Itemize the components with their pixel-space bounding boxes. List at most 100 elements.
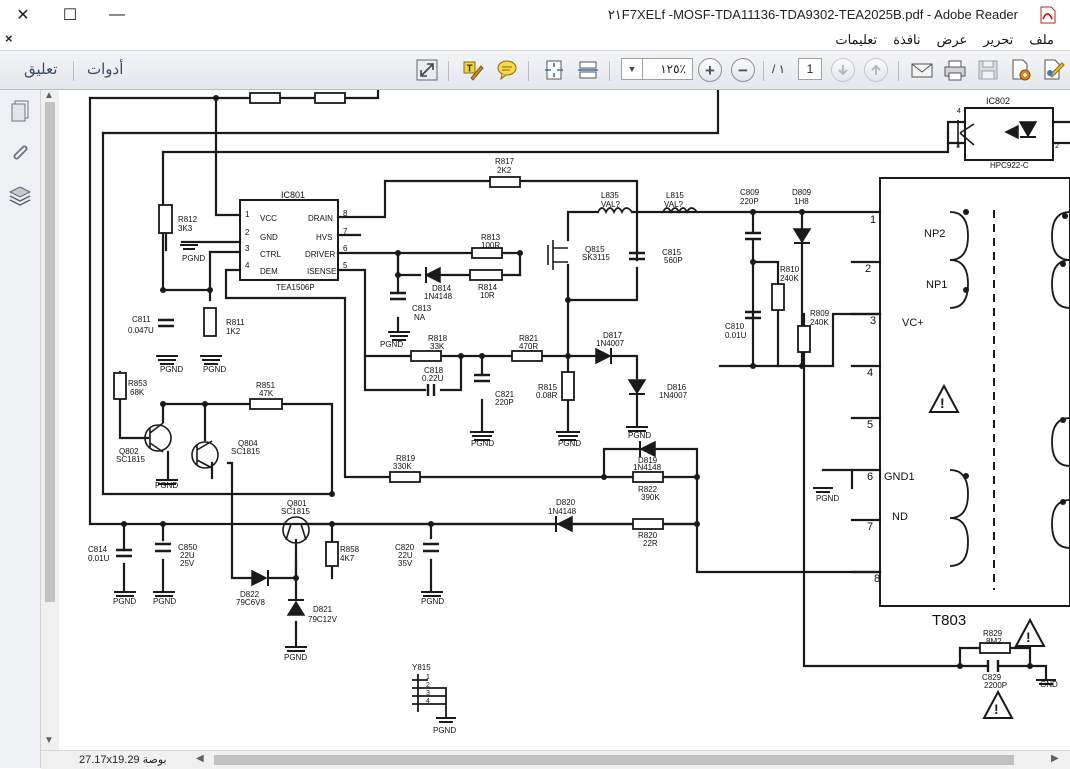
- window-minimize-icon[interactable]: —: [109, 6, 125, 23]
- label-c811: C811: [132, 315, 151, 324]
- window-title-bar: ✕ ☐ — ٢١F7XELf -MOSF-TDA11136-TDA9302-TE…: [0, 0, 1070, 30]
- horizontal-scroll-thumb[interactable]: [214, 755, 1014, 765]
- page-thumbnails-icon[interactable]: [7, 98, 33, 124]
- label-r853: R853: [128, 379, 148, 388]
- label-r817: R817: [495, 157, 515, 166]
- window-title: ٢١F7XELf -MOSF-TDA11136-TDA9302-TEA2025B…: [607, 7, 1018, 22]
- schematic-drawing: !!!: [88, 90, 1070, 723]
- window-close-icon[interactable]: ✕: [16, 7, 30, 24]
- scroll-left-icon[interactable]: ◀: [196, 753, 204, 764]
- scroll-down-icon[interactable]: ▼: [44, 735, 54, 746]
- label-drain: DRAIN: [308, 214, 333, 223]
- email-icon[interactable]: [909, 57, 935, 83]
- label-r817-value: 2K2: [497, 166, 512, 175]
- label-c814-value: 0.01U: [88, 554, 110, 563]
- label-q801: Q801: [287, 499, 307, 508]
- chevron-down-icon[interactable]: ▼: [622, 59, 643, 79]
- label-ic-pin3: 3: [245, 244, 250, 253]
- zoom-select[interactable]: ▼ ١٢٥٪: [621, 58, 693, 80]
- comment-pane-link[interactable]: تعليق: [24, 61, 58, 78]
- label-y815-pin1: 1: [426, 674, 430, 681]
- label-d817: D817: [603, 331, 623, 340]
- label-q804: Q804: [238, 439, 258, 448]
- label-r809-value: 240K: [810, 318, 829, 327]
- toolbar-separator: [73, 61, 74, 81]
- label-c850-value1: 22U: [180, 551, 195, 560]
- menu-window[interactable]: نافذة: [893, 32, 921, 47]
- label-c814: C814: [88, 545, 108, 554]
- toolbar: تعليق أدوات T ▼ ١٢٥٪ + − / ١ 1: [0, 51, 1070, 90]
- label-ic-pin6: 6: [343, 244, 348, 253]
- label-r812-value: 3K3: [178, 224, 193, 233]
- label-hvs: HVS: [316, 233, 332, 242]
- label-t-pin4: 4: [867, 367, 873, 379]
- sticky-note-icon[interactable]: [494, 57, 520, 83]
- menu-view[interactable]: عرض: [936, 32, 968, 47]
- create-pdf-icon[interactable]: [1008, 57, 1034, 83]
- label-y815-pin4: 4: [426, 698, 430, 705]
- label-driver: DRIVER: [305, 250, 335, 259]
- schematic-labels: IC801 IC802 TEA1506P HPC922-C VCC GND CT…: [88, 96, 1059, 735]
- print-icon[interactable]: [942, 57, 968, 83]
- fullscreen-icon[interactable]: [414, 57, 440, 83]
- scroll-up-icon[interactable]: ▲: [44, 90, 54, 101]
- menu-help[interactable]: تعليمات: [835, 32, 878, 47]
- label-d809-value: 1H8: [794, 197, 809, 206]
- label-c850-value2: 25V: [180, 559, 195, 568]
- label-pgnd-q802: PGND: [155, 481, 178, 490]
- label-pgnd-c820: PGND: [421, 597, 444, 606]
- vertical-scrollbar[interactable]: ▲ ▼: [41, 90, 59, 750]
- label-d819-value: 1N4148: [633, 463, 662, 472]
- label-r858: R858: [340, 545, 360, 554]
- next-page-icon[interactable]: [831, 58, 855, 82]
- label-r851-value: 47K: [259, 389, 274, 398]
- zoom-out-icon[interactable]: −: [731, 58, 755, 82]
- previous-page-icon[interactable]: [864, 58, 888, 82]
- close-document-icon[interactable]: ×: [5, 31, 13, 46]
- label-ic-pin4: 4: [245, 261, 250, 270]
- label-d819: D819: [638, 456, 658, 465]
- label-ic802-pin2: 2: [1055, 143, 1059, 150]
- fit-page-icon[interactable]: [541, 57, 567, 83]
- label-ic-name: TEA1506P: [276, 283, 315, 292]
- label-dem: DEM: [260, 267, 278, 276]
- label-np2: NP2: [924, 228, 945, 240]
- window-restore-icon[interactable]: ☐: [62, 7, 78, 24]
- label-r829-value: 8M2: [986, 637, 1002, 646]
- scroll-right-icon[interactable]: ▶: [1051, 753, 1059, 764]
- menu-list: ملف تحرير عرض نافذة تعليمات: [827, 32, 1062, 48]
- label-r822-value: 390K: [641, 493, 660, 502]
- label-r810: R810: [780, 265, 800, 274]
- label-y815-pin2: 2: [426, 682, 430, 689]
- menu-edit[interactable]: تحرير: [983, 32, 1014, 47]
- label-ic802: IC802: [986, 96, 1010, 106]
- save-icon[interactable]: [975, 57, 1001, 83]
- attachments-icon[interactable]: [7, 140, 33, 166]
- tools-pane-link[interactable]: أدوات: [87, 61, 124, 78]
- label-gnd1: GND1: [884, 471, 915, 483]
- vertical-scroll-thumb[interactable]: [45, 102, 55, 602]
- label-t-pin8: 8: [874, 573, 880, 585]
- label-q802: Q802: [119, 447, 139, 456]
- scrolling-mode-icon[interactable]: [575, 57, 601, 83]
- label-ic-pin1: 1: [245, 210, 250, 219]
- sign-icon[interactable]: [1041, 57, 1067, 83]
- label-c815: C815: [662, 248, 682, 257]
- label-pgnd-r815: PGND: [558, 439, 581, 448]
- label-c829-value: 2200P: [984, 681, 1007, 690]
- document-view[interactable]: !!! IC801 IC802 TEA1506P HPC922-C VCC GN…: [60, 90, 1070, 750]
- zoom-in-icon[interactable]: +: [698, 58, 722, 82]
- page-number-input[interactable]: 1: [798, 58, 822, 80]
- label-r809: R809: [810, 309, 830, 318]
- layers-icon[interactable]: [7, 183, 33, 209]
- highlight-text-icon[interactable]: T: [460, 57, 486, 83]
- menu-file[interactable]: ملف: [1029, 32, 1054, 47]
- label-pgnd-c813: PGND: [380, 340, 403, 349]
- label-r819: R819: [396, 454, 416, 463]
- label-pgnd-d816: PGND: [628, 431, 651, 440]
- label-d820: D820: [556, 498, 576, 507]
- label-r853-value: 68K: [130, 388, 145, 397]
- status-bar: 27.17x19.29 بوصة ◀ ▶: [41, 750, 1070, 769]
- label-pgnd-r811: PGND: [203, 365, 226, 374]
- label-q802-value: SC1815: [116, 455, 145, 464]
